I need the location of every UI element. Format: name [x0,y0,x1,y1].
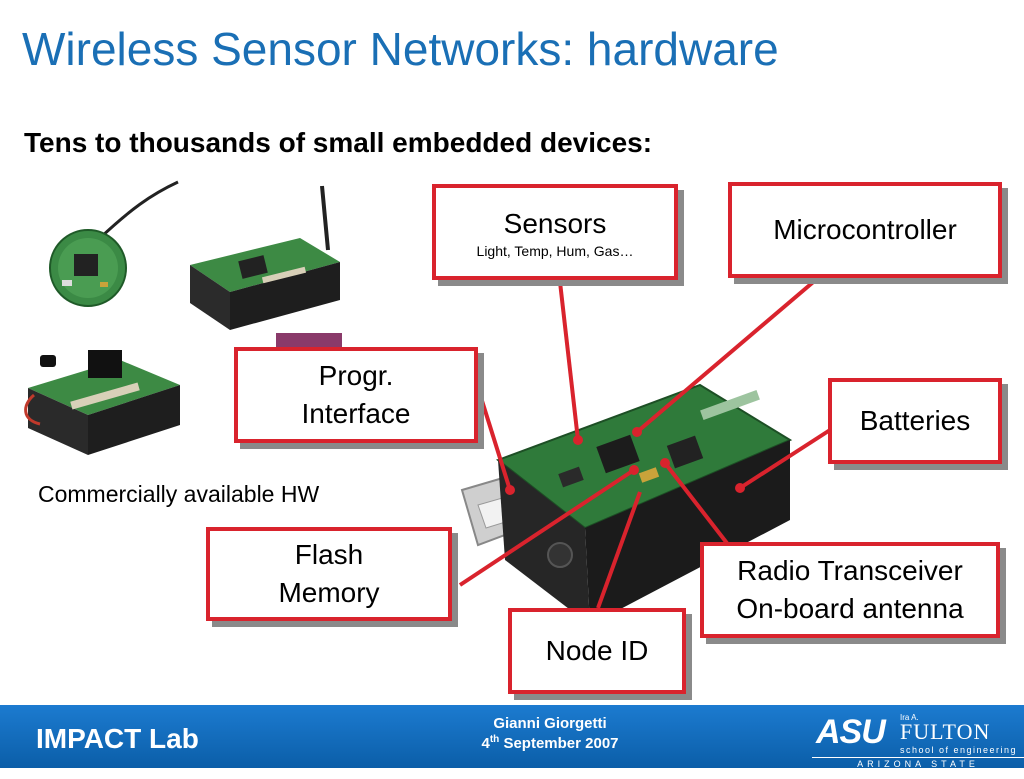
sensors-connector [558,281,580,441]
progr-interface-callout: Progr. Interface [234,347,478,443]
progr-interface-connector [476,387,512,491]
asu-logo-mark: ASU [816,713,886,751]
radio-transceiver-callout: Radio Transceiver On-board antenna [700,542,1000,638]
slide-subtitle: Tens to thousands of small embedded devi… [24,127,653,158]
logo-university: ARIZONA STATE UNIVERSITY [812,757,1024,779]
node-id-callout: Node ID [508,608,686,694]
small-board-image [276,333,342,347]
microcontroller-connector-dot [632,427,642,437]
node-id-connector [596,491,642,609]
radio-transceiver-line1: Radio Transceiver [737,555,963,587]
flash-memory-line2: Memory [278,577,380,608]
flash-memory-line1: Flash [294,539,364,571]
author-name: Gianni Giorgetti [493,715,607,732]
round-sensor-node-image [49,180,179,307]
sensors-connector-dot [573,435,583,445]
sensors-detail: Light, Temp, Hum, Gas… [476,242,634,259]
radio-transceiver-line2: On-board antenna [736,593,964,624]
author-block: Gianni Giorgetti 4th September 2007 [430,715,670,754]
flash-memory-callout: Flash Memory [206,527,452,621]
sensors-callout: Sensors Light, Temp, Hum, Gas… [432,184,678,280]
flash-memory-connector [458,468,636,587]
slide-title: Wireless Sensor Networks: hardware [22,23,779,75]
sensorboard-mote-image [24,350,180,455]
date-rest: September 2007 [499,734,619,752]
progr-interface-line1: Progr. [318,360,394,392]
hardware-illustration [24,180,832,625]
node-id-label: Node ID [545,635,649,667]
progr-interface-line2: Interface [301,398,411,429]
logo-ira: Ira A. [900,713,919,722]
lab-name: IMPACT Lab [36,723,199,754]
micaz-mote-image [190,185,340,330]
sensors-title: Sensors [503,207,607,239]
presentation-date: 4th September 2007 [430,734,670,754]
radio-connector-dot [660,458,670,468]
microcontroller-connector [635,276,820,434]
batteries-connector-dot [735,483,745,493]
batteries-connector [738,428,832,490]
microcontroller-label: Microcontroller [773,214,957,246]
batteries-label: Batteries [859,405,971,437]
logo-fulton: FULTON [900,719,991,744]
batteries-callout: Batteries [828,378,1002,464]
microcontroller-callout: Microcontroller [728,182,1002,278]
progr-interface-connector-dot [505,485,515,495]
asu-fulton-logo: ASU Ira A. FULTON school of engineering … [812,707,1024,779]
date-day: 4 [481,734,490,752]
flash-memory-connector-dot [629,465,639,475]
logo-school: school of engineering [900,745,1018,755]
commercial-hw-caption: Commercially available HW [38,481,320,507]
date-suffix: th [489,733,500,745]
